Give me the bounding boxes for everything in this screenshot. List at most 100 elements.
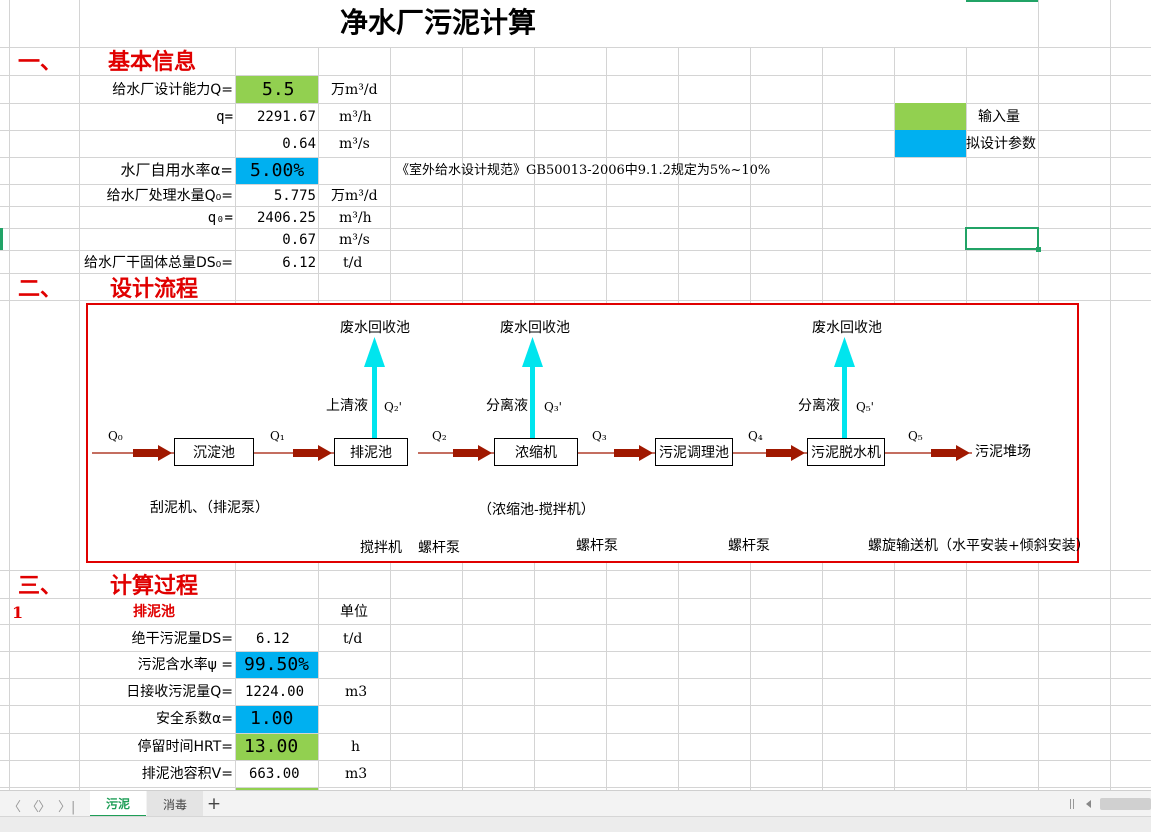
q-seconds-unit: m³/s (339, 136, 370, 152)
note-scraper: 刮泥机、（排泥泵） (150, 500, 269, 516)
up-arrow-1-head (364, 337, 385, 367)
tank-volume-label: 排泥池容积V= (141, 766, 233, 782)
up-target-3: 废水回收池 (812, 320, 882, 336)
plus-icon: + (206, 794, 222, 814)
calc-section-name: 排泥池 (133, 604, 175, 620)
section-1-number: 一、 (18, 49, 63, 75)
tab-sludge-label: 污泥 (105, 796, 130, 811)
q0-seconds-value[interactable]: 0.67 (282, 232, 316, 248)
treated-flow-value[interactable]: 5.775 (273, 188, 316, 204)
treated-flow-unit: 万m³/d (331, 188, 378, 204)
horizontal-scrollbar[interactable] (1100, 798, 1151, 810)
next-cell-fill (236, 788, 318, 790)
process-box-sedimentation: 沉淀池 (174, 438, 254, 466)
flow-label-q0: Q₀ (108, 429, 123, 443)
up-target-1: 废水回收池 (340, 320, 410, 336)
section-3-label: 计算过程 (110, 573, 199, 599)
end-label-sludge-yard: 污泥堆场 (975, 444, 1031, 460)
section-1-label: 基本信息 (108, 49, 197, 75)
spreadsheet-grid[interactable]: 净水厂污泥计算 一、 基本信息 给水厂设计能力Q= 5.5 万m³/d q= 2… (0, 0, 1151, 790)
next-sheet-button[interactable]: 〉 (38, 800, 52, 815)
up-arrow-2-shaft (530, 358, 535, 440)
up-arrow-2-head (522, 337, 543, 367)
legend-param-label: 拟设计参数 (966, 136, 1036, 152)
tab-disinfection-label: 消毒 (162, 797, 187, 812)
dry-sludge-value[interactable]: 6.12 (256, 631, 290, 647)
legend-param-swatch (895, 130, 966, 157)
flow-label-q1: Q₁ (270, 429, 285, 443)
q0-unit: m³/h (339, 210, 372, 226)
daily-sludge-label: 日接收污泥量Q= (126, 684, 233, 700)
up-flow-2: Q₃' (544, 400, 562, 414)
section-3-number: 三、 (18, 573, 63, 599)
daily-sludge-value[interactable]: 1224.00 (245, 684, 305, 700)
up-arrow-3-shaft (842, 358, 847, 440)
note-screw-pump-1: 螺杆泵 (418, 540, 460, 556)
process-box-conditioning-tank: 污泥调理池 (655, 438, 733, 466)
hrt-cell-fill (236, 734, 318, 760)
up-flow-3: Q₅' (856, 400, 874, 414)
dry-solids-value[interactable]: 6.12 (282, 255, 316, 271)
daily-sludge-unit: m3 (345, 684, 368, 700)
selected-cell[interactable] (965, 227, 1041, 252)
note-screw-conveyor: 螺旋输送机（水平安装+倾斜安装） (868, 538, 1090, 554)
up-flow-1: Q₂' (384, 400, 402, 414)
dry-solids-unit: t/d (343, 255, 363, 271)
scroll-divider-icon[interactable] (1070, 799, 1074, 809)
note-thickener-mixer: （浓缩池-搅拌机） (478, 502, 595, 518)
tab-sludge[interactable]: 污泥 (90, 791, 146, 817)
first-sheet-button[interactable]: 〈 (8, 800, 22, 815)
add-sheet-button[interactable]: + (204, 791, 224, 817)
up-liquid-3: 分离液 (798, 398, 840, 414)
flow-label-q2: Q₂ (432, 429, 447, 443)
page-title: 净水厂污泥计算 (340, 6, 537, 39)
q-value[interactable]: 2291.67 (256, 109, 316, 125)
self-use-rate-note: 《室外给水设计规范》GB50013-2006中9.1.2规定为5%~10% (396, 163, 771, 178)
process-box-dewatering: 污泥脱水机 (807, 438, 885, 466)
self-use-rate-cell-fill (236, 158, 318, 184)
safety-factor-cell-fill (236, 706, 318, 733)
process-box-sludge-tank: 排泥池 (334, 438, 408, 466)
note-screw-pump-2: 螺杆泵 (576, 538, 618, 554)
legend-input-label: 输入量 (978, 109, 1020, 125)
dry-sludge-unit: t/d (343, 631, 363, 647)
hrt-label: 停留时间HRT= (137, 739, 233, 755)
process-box-thickener: 浓缩机 (494, 438, 578, 466)
moisture-value[interactable]: 99.50% (244, 654, 310, 675)
tank-volume-unit: m3 (345, 766, 368, 782)
up-arrow-1-shaft (372, 358, 377, 440)
q-seconds-value[interactable]: 0.64 (282, 136, 316, 152)
scroll-left-icon[interactable] (1086, 800, 1091, 808)
hrt-value[interactable]: 13.00 (244, 736, 299, 757)
section-2-number: 二、 (18, 276, 63, 302)
treated-flow-label: 给水厂处理水量Q₀= (106, 188, 233, 204)
moisture-cell-fill (236, 652, 318, 678)
dry-solids-label: 给水厂干固体总量DS₀= (83, 255, 233, 271)
q0-label: q₀= (207, 210, 233, 226)
moisture-label: 污泥含水率ψ = (137, 657, 233, 673)
hrt-unit: h (351, 739, 361, 755)
flow-label-q3: Q₃ (592, 429, 607, 443)
q-label: q= (216, 109, 233, 125)
note-mixer: 搅拌机 (360, 540, 402, 556)
safety-factor-value[interactable]: 1.00 (250, 708, 294, 729)
tab-disinfection[interactable]: 消毒 (147, 791, 203, 817)
tank-volume-value[interactable]: 663.00 (249, 766, 300, 782)
self-use-rate-value[interactable]: 5.00% (250, 160, 305, 181)
design-capacity-value[interactable]: 5.5 (262, 79, 295, 100)
process-flow-diagram: 沉淀池 排泥池 浓缩机 污泥调理池 污泥脱水机 污泥堆场 Q₀ Q₁ Q₂ Q₃… (86, 303, 1090, 563)
design-capacity-unit: 万m³/d (331, 82, 378, 98)
calc-index: 1 (12, 603, 24, 622)
up-arrow-3-head (834, 337, 855, 367)
q0-value[interactable]: 2406.25 (256, 210, 316, 226)
dry-sludge-label: 绝干污泥量DS= (131, 631, 233, 647)
up-target-2: 废水回收池 (500, 320, 570, 336)
status-bar (0, 816, 1151, 832)
flow-label-q4: Q₄ (748, 429, 763, 443)
prev-sheet-button[interactable]: 〈 (26, 800, 40, 815)
section-2-label: 设计流程 (110, 276, 199, 302)
unit-header: 单位 (340, 604, 368, 620)
design-capacity-label: 给水厂设计能力Q= (112, 82, 233, 98)
last-sheet-button[interactable]: 〉| (58, 800, 76, 815)
design-capacity-cell-fill (236, 76, 318, 103)
